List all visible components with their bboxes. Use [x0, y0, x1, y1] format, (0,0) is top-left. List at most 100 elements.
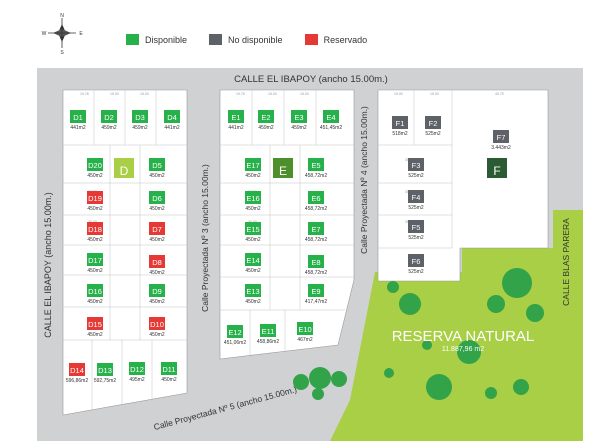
lot-marker[interactable] — [87, 222, 103, 235]
lot-marker[interactable] — [87, 158, 103, 171]
lot-area: 525m2 — [425, 131, 441, 137]
lot-marker[interactable] — [149, 158, 165, 171]
lot-marker[interactable] — [129, 362, 145, 375]
lot-marker[interactable] — [297, 322, 313, 335]
lot-marker[interactable] — [308, 191, 324, 204]
lot-marker[interactable] — [149, 191, 165, 204]
lot-marker[interactable] — [227, 325, 243, 338]
lot-area: 450m2 — [245, 206, 261, 212]
lot-marker[interactable] — [97, 363, 113, 376]
lot-marker[interactable] — [408, 254, 424, 267]
lot-marker[interactable] — [260, 324, 276, 337]
lot-marker[interactable] — [323, 110, 339, 123]
lot-marker[interactable] — [245, 191, 261, 204]
lot-marker[interactable] — [69, 363, 85, 376]
lot-f7[interactable]: F73.443m2 — [491, 130, 511, 151]
lot-marker[interactable] — [291, 110, 307, 123]
lot-marker[interactable] — [308, 158, 324, 171]
lot-marker[interactable] — [132, 110, 148, 123]
lot-marker[interactable] — [70, 110, 86, 123]
lot-marker[interactable] — [87, 317, 103, 330]
block-marker-d-box — [114, 158, 134, 178]
lot-marker[interactable] — [149, 284, 165, 297]
lot-marker[interactable] — [308, 255, 324, 268]
lot-marker[interactable] — [308, 284, 324, 297]
lot-marker[interactable] — [258, 110, 274, 123]
lot-marker[interactable] — [149, 222, 165, 235]
lot-area: 450m2 — [87, 237, 103, 243]
lot-marker[interactable] — [308, 222, 324, 235]
lot-marker[interactable] — [245, 222, 261, 235]
lot-id: E12 — [228, 328, 241, 337]
lot-id: E14 — [246, 256, 259, 265]
lot-marker[interactable] — [228, 110, 244, 123]
lot-marker[interactable] — [101, 110, 117, 123]
lot-marker[interactable] — [149, 317, 165, 330]
legend-swatch-reserved — [304, 34, 318, 45]
lot-area: 450m2 — [87, 206, 103, 212]
lot-id: E11 — [262, 327, 275, 336]
legend-label-unavailable: No disponible — [228, 34, 283, 45]
lot-marker[interactable] — [493, 130, 509, 143]
lot-marker[interactable] — [245, 253, 261, 266]
lot-marker[interactable] — [87, 191, 103, 204]
lot-marker[interactable] — [392, 116, 408, 129]
lot-marker[interactable] — [87, 284, 103, 297]
lot-marker[interactable] — [149, 255, 165, 268]
lot-marker[interactable] — [408, 220, 424, 233]
lot-marker[interactable] — [408, 190, 424, 203]
lot-marker[interactable] — [245, 284, 261, 297]
lot-marker[interactable] — [161, 362, 177, 375]
lot-marker[interactable] — [245, 158, 261, 171]
lot-marker[interactable] — [164, 110, 180, 123]
lot-marker[interactable] — [425, 116, 441, 129]
lot-area: 3.443m2 — [491, 145, 511, 151]
lot-marker[interactable] — [408, 158, 424, 171]
lot-marker[interactable] — [87, 253, 103, 266]
